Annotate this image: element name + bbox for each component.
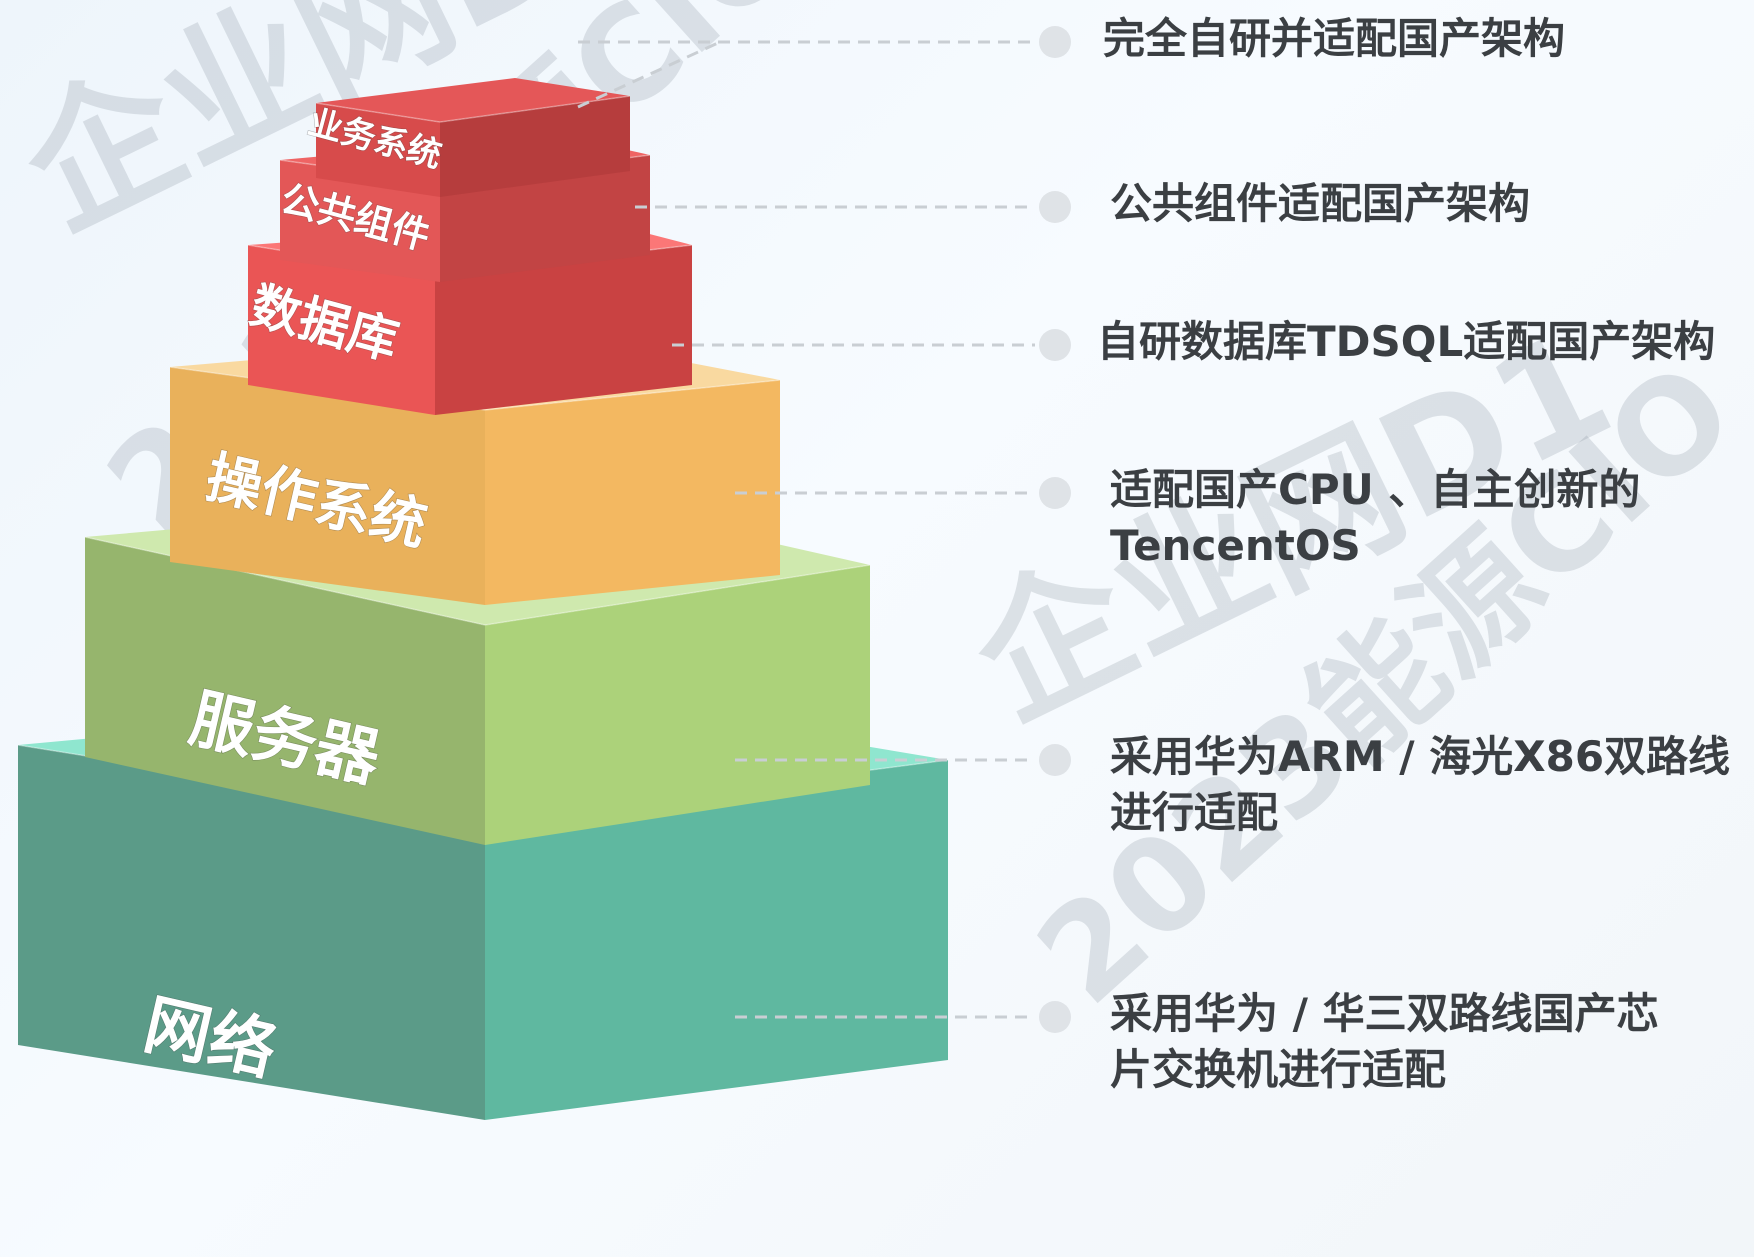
prism-side-face: [485, 380, 780, 605]
layer-prism-business-system: 业务系统: [303, 78, 631, 197]
description-line: 片交换机进行适配: [1110, 1045, 1447, 1094]
connector-dot: [1039, 329, 1071, 361]
layer-description-business-system: 完全自研并适配国产架构: [1103, 11, 1565, 67]
connector-lines: [577, 26, 1071, 1033]
description-line: 进行适配: [1110, 788, 1279, 837]
description-line: 采用华为 / 华三双路线国产芯: [1110, 989, 1659, 1038]
prism-side-face: [435, 245, 692, 415]
connector-leader: [577, 40, 721, 109]
prism-front-face: [248, 245, 435, 415]
prism-front-face: [18, 745, 485, 1120]
prism-side-face: [485, 565, 870, 845]
layer-description-common-components: 公共组件适配国产架构: [1110, 176, 1530, 232]
prism-edge-highlight: [315, 95, 631, 123]
description-line: 自研数据库TDSQL适配国产架构: [1097, 317, 1716, 366]
layer-description-network: 采用华为 / 华三双路线国产芯片交换机进行适配: [1110, 986, 1659, 1098]
prism-side-face: [440, 96, 630, 197]
connector-dot: [1039, 477, 1071, 509]
prism-top-face: [316, 78, 630, 122]
description-line: 适配国产CPU 、自主创新的: [1110, 465, 1641, 514]
layer-description-operating-system: 适配国产CPU 、自主创新的 TencentOS: [1110, 462, 1640, 574]
description-line: 完全自研并适配国产架构: [1103, 14, 1566, 63]
connector-dot: [1039, 191, 1071, 223]
connector-dot: [1039, 26, 1071, 58]
watermark-text: 2023能源CIO: [1009, 334, 1754, 1033]
prism-front-face: [316, 103, 440, 197]
prism-side-face: [485, 760, 948, 1120]
description-line: 公共组件适配国产架构: [1110, 179, 1531, 228]
layer-description-database: 自研数据库TDSQL适配国产架构: [1097, 314, 1715, 370]
prism-front-face: [170, 367, 485, 605]
connector-dot: [1039, 744, 1071, 776]
description-line: 采用华为ARM / 海光X86双路线: [1110, 732, 1731, 781]
description-line: TencentOS: [1110, 521, 1361, 570]
layer-description-server: 采用华为ARM / 海光X86双路线进行适配: [1110, 729, 1730, 841]
connector-dot: [1039, 1001, 1071, 1033]
prism-front-face: [85, 537, 485, 845]
